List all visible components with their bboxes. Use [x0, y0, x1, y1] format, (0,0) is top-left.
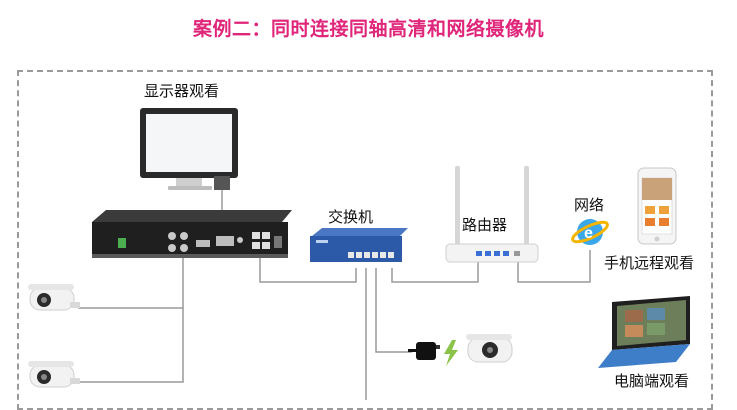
- router-internet-line: [517, 250, 591, 283]
- monitor-label: 显示器观看: [144, 82, 220, 100]
- router-label: 路由器: [462, 216, 508, 234]
- dvr-icon: [92, 210, 292, 258]
- bullet-camera-icon: [28, 361, 80, 388]
- bullet-camera-icon: [28, 284, 80, 311]
- switch-router-line: [391, 262, 479, 283]
- pc-view-label: 电脑端观看: [614, 372, 690, 390]
- svg-text:e: e: [584, 225, 593, 242]
- smartphone-icon: [637, 167, 677, 245]
- switch-ipcam-line: [375, 268, 412, 353]
- coax-line-1: [78, 250, 184, 309]
- tablet-pc-icon: [598, 296, 690, 368]
- switch-icon: [310, 228, 408, 262]
- dvr-switch-line: [259, 258, 357, 283]
- coax-line-2: [78, 308, 184, 383]
- bullet-camera-icon: [466, 334, 513, 363]
- switch-label: 交换机: [328, 208, 374, 226]
- diagram-title: 案例二：同时连接同轴高清和网络摄像机: [192, 18, 544, 40]
- lightning-icon: [444, 340, 458, 366]
- network-label: 网络: [574, 196, 605, 214]
- network-diagram: e: [28, 108, 690, 400]
- power-adapter-icon: [408, 342, 440, 360]
- phone-view-label: 手机远程观看: [604, 254, 695, 272]
- monitor-icon: [140, 108, 238, 190]
- connection-lines: [78, 190, 591, 400]
- router-icon: [445, 166, 539, 263]
- ie-globe-icon: e: [571, 219, 609, 245]
